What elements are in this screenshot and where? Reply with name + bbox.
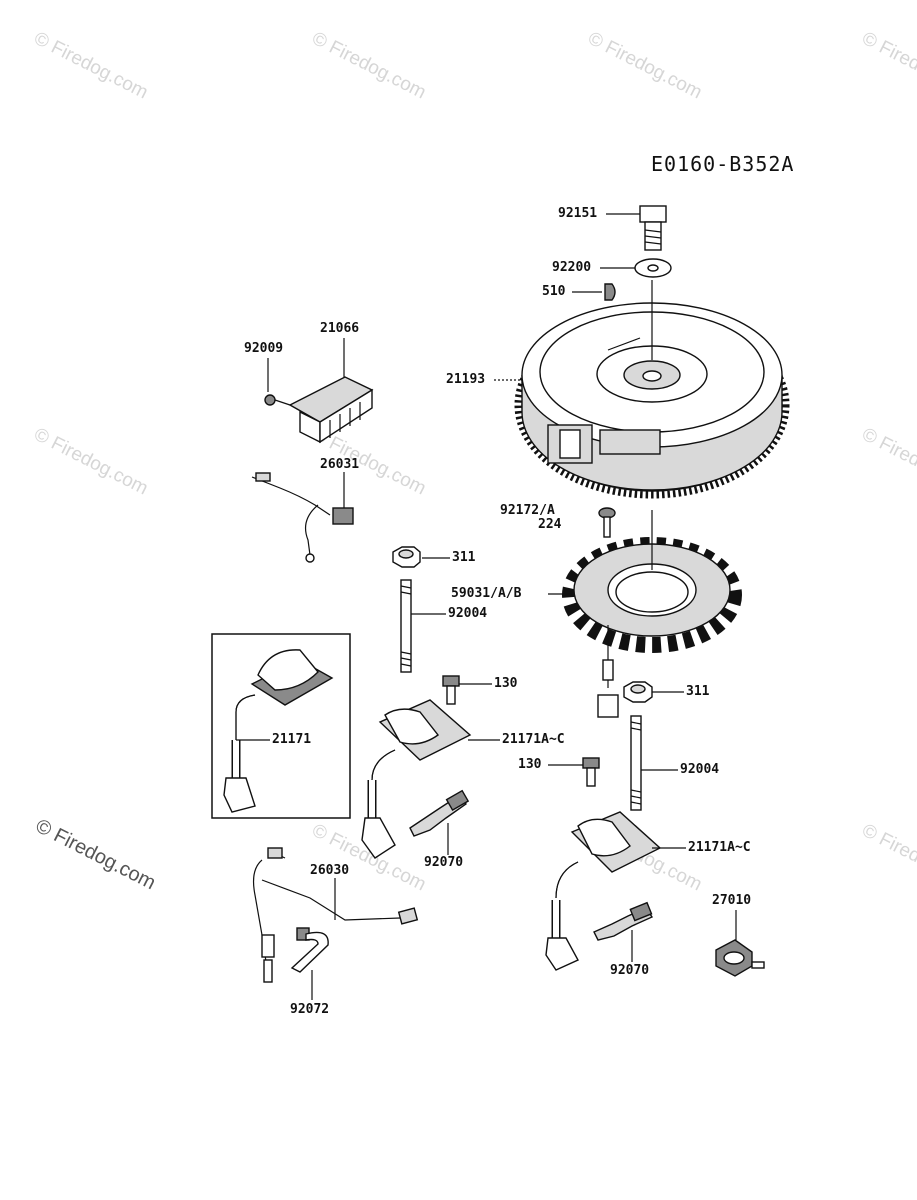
bolt-130-left: [442, 675, 460, 705]
part-label-510: 510: [542, 284, 566, 299]
part-label-21171ac-right: 21171A~C: [688, 840, 751, 855]
leader-lines: [236, 213, 686, 1000]
clamp-92072: [290, 927, 329, 973]
diagram-code: E0160-B352A: [651, 152, 795, 176]
harness-26030: [252, 847, 419, 983]
flywheel-21193: [514, 280, 790, 499]
stator-59031: [562, 510, 742, 718]
part-label-92004-left: 92004: [448, 606, 488, 621]
part-label-21171ac-left: 21171A~C: [502, 732, 565, 747]
part-label-130-left: 130: [494, 676, 518, 691]
stud-92004-right: [630, 715, 642, 811]
part-label-311-left: 311: [452, 550, 476, 565]
spark-plug-right: [593, 901, 654, 941]
stud-92004-left: [400, 579, 412, 673]
oil-switch-27010: [715, 910, 765, 977]
washer-92200: [634, 258, 672, 278]
part-label-92172a: 92172/A: [500, 503, 555, 518]
part-label-224: 224: [538, 517, 562, 532]
part-label-92072: 92072: [290, 1002, 330, 1017]
part-label-27010: 27010: [712, 893, 752, 908]
part-label-92070-right: 92070: [610, 963, 650, 978]
part-label-21193: 21193: [446, 372, 486, 387]
screw-92172: [598, 507, 616, 538]
spark-plug-left: [409, 789, 470, 837]
part-label-92070-left: 92070: [424, 855, 464, 870]
key-510: [604, 283, 616, 301]
part-label-92009: 92009: [244, 341, 284, 356]
part-label-59031: 59031/A/B: [451, 586, 522, 601]
regulator-21066: [264, 376, 374, 444]
part-label-130-right: 130: [518, 757, 542, 772]
part-label-92200: 92200: [552, 260, 592, 275]
harness-26031: [251, 472, 354, 563]
part-label-92004-right: 92004: [680, 762, 720, 777]
bolt-130-right: [582, 757, 600, 787]
ignition-coil-inset: [223, 649, 334, 813]
nut-311-right: [623, 681, 653, 703]
bolt-92151: [639, 205, 667, 251]
part-label-311-right: 311: [686, 684, 710, 699]
nut-311-left: [392, 546, 421, 568]
ignition-coil-left: [361, 699, 472, 859]
ignition-coil-right: [545, 811, 662, 971]
inset-frame: [211, 633, 351, 819]
part-label-21066: 21066: [320, 321, 360, 336]
part-label-21171: 21171: [272, 732, 312, 747]
part-label-26031: 26031: [320, 457, 360, 472]
part-label-92151: 92151: [558, 206, 598, 221]
part-label-26030: 26030: [310, 863, 350, 878]
